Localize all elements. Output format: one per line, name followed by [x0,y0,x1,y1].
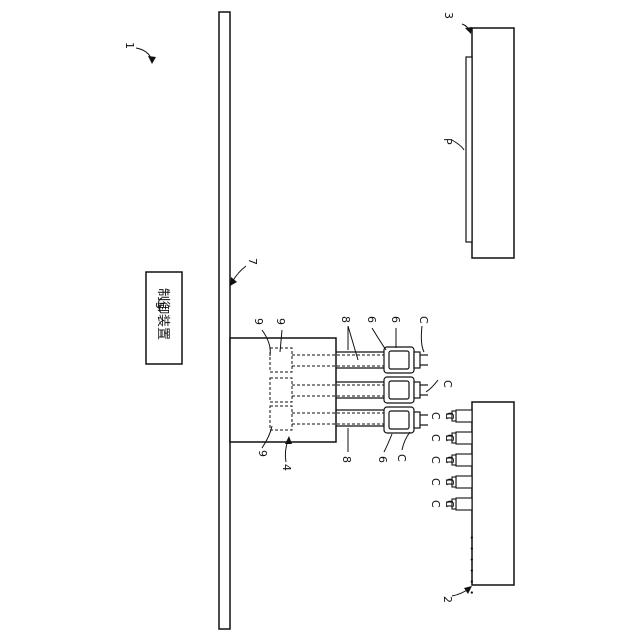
rail-7 [219,12,230,629]
label-rail: 7 [246,258,259,265]
label-component-tray-e: C [429,500,442,508]
label-component-tray-d: C [429,478,442,486]
controller-label: 制御装置 [155,288,170,340]
label-inner-b: 9 [274,318,287,325]
sheet-p [466,57,472,242]
label-component-tray-h: C [443,456,456,464]
label-conveyor: 2 [441,596,454,603]
label-component-tray-b: C [429,434,442,442]
label-gripper-c: 6 [376,456,389,463]
label-component-tray-g: C [443,434,456,442]
grippers [384,347,428,433]
label-inner-a: 9 [252,318,265,325]
label-controller: 5 [153,302,166,309]
label-sheet: P [441,138,454,145]
label-component-tray-c: C [429,456,442,464]
label-component-head-a: C [417,316,430,324]
label-gripper-b: 6 [389,316,402,323]
arrowheads [148,27,472,594]
lines-8 [336,352,384,426]
label-head: 4 [280,464,293,471]
label-inner-c: 9 [256,450,269,457]
label-component-tray-a: C [429,412,442,420]
label-gripper-a: 6 [365,316,378,323]
label-component-head-c: C [395,454,408,462]
label-line-b: 8 [340,456,353,463]
label-component-head-b: C [441,380,454,388]
label-component-tray-f: C [443,412,456,420]
stage-3 [472,28,514,258]
label-line-a: 8 [339,316,352,323]
gripper [384,377,428,403]
gripper [384,407,428,433]
label-component-tray-i: C [443,478,456,486]
label-system: 1 [123,42,136,49]
gripper [384,347,428,373]
head-4 [230,338,336,442]
label-component-tray-j: C [443,500,456,508]
label-stage: 3 [442,12,455,19]
leader-lines [136,24,470,596]
